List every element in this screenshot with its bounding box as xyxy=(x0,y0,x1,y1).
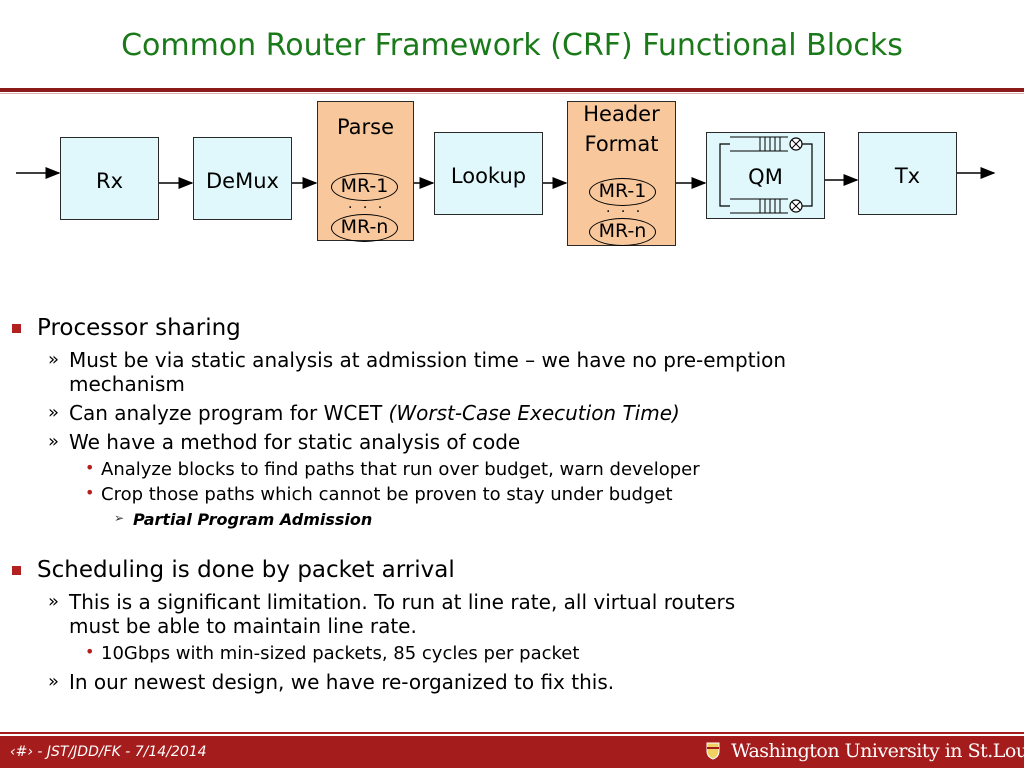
title-divider-thin xyxy=(0,93,1024,94)
parse-label: Parse xyxy=(336,115,395,139)
bullet-newest-design: » In our newest design, we have re-organ… xyxy=(48,670,615,694)
bullet-scheduling: Scheduling is done by packet arrival xyxy=(12,557,455,583)
bullet-analyze-blocks: • Analyze blocks to find paths that run … xyxy=(85,458,700,480)
bullet-text: In our newest design, we have re-organiz… xyxy=(69,670,615,694)
tx-block: Tx xyxy=(858,132,957,215)
arrowhead-bullet-icon: ➢ xyxy=(114,511,125,525)
bullet-method: » We have a method for static analysis o… xyxy=(48,430,521,454)
footer-bar: ‹#› - JST/JDD/FK - 7/14/2014 Washington … xyxy=(0,736,1024,768)
bullet-text: Crop those paths which cannot be proven … xyxy=(101,484,673,505)
bullet-text: This is a significant limitation. To run… xyxy=(69,590,736,614)
bullet-10gbps: • 10Gbps with min-sized packets, 85 cycl… xyxy=(85,642,580,664)
title-divider xyxy=(0,88,1024,92)
bullet-text: Partial Program Admission xyxy=(133,510,373,529)
bullet-partial-admission: ➢ Partial Program Admission xyxy=(114,510,373,529)
dot-bullet-icon: • xyxy=(85,642,95,661)
slide-title: Common Router Framework (CRF) Functional… xyxy=(121,28,903,63)
dot-bullet-icon: • xyxy=(85,458,95,477)
parse-mr1: MR-1 xyxy=(331,173,398,201)
footer-text: ‹#› - JST/JDD/FK - 7/14/2014 xyxy=(10,744,207,760)
chevron-bullet-icon: » xyxy=(48,591,60,612)
bullet-crop-paths: • Crop those paths which cannot be prove… xyxy=(85,483,673,505)
bullet-text: Must be via static analysis at admission… xyxy=(69,348,787,372)
header-format-label-1: Header xyxy=(583,102,660,126)
bullet-text: Analyze blocks to find paths that run ov… xyxy=(101,459,700,480)
lookup-block: Lookup xyxy=(434,132,543,215)
parse-mrn: MR-n xyxy=(331,214,398,242)
hf-dots: . . . xyxy=(606,200,644,216)
lookup-label: Lookup xyxy=(450,164,527,188)
header-format-block: Header Format MR-1 . . . MR-n xyxy=(567,101,676,246)
bullet-text: We have a method for static analysis of … xyxy=(69,430,521,454)
diagram-arrows xyxy=(16,167,996,189)
parse-dots: . . . xyxy=(348,196,386,212)
rx-label: Rx xyxy=(95,169,124,193)
chevron-bullet-icon: » xyxy=(48,431,60,452)
qm-label: QM xyxy=(748,165,783,189)
bullet-text-italic: (Worst-Case Execution Time) xyxy=(388,401,680,425)
bullet-text-continued: must be able to maintain line rate. xyxy=(69,614,417,638)
tx-label: Tx xyxy=(894,164,921,188)
rx-block: Rx xyxy=(60,137,159,220)
shield-icon xyxy=(706,742,720,760)
demux-label: DeMux xyxy=(206,169,279,193)
logo-text: Washington University in St.Louis xyxy=(731,740,1024,762)
header-format-label-2: Format xyxy=(584,132,659,156)
university-logo: Washington University in St.Louis xyxy=(706,740,1024,764)
chevron-bullet-icon: » xyxy=(48,349,60,370)
bullet-text: Processor sharing xyxy=(37,315,241,341)
hf-mrn: MR-n xyxy=(589,218,656,246)
qm-queues-icon xyxy=(719,136,813,214)
dot-bullet-icon: • xyxy=(85,483,95,502)
bullet-text: Scheduling is done by packet arrival xyxy=(37,557,455,583)
chevron-bullet-icon: » xyxy=(48,402,60,423)
demux-block: DeMux xyxy=(193,137,292,220)
chevron-bullet-icon: » xyxy=(48,671,60,692)
bullet-text: 10Gbps with min-sized packets, 85 cycles… xyxy=(101,643,580,664)
square-bullet-icon xyxy=(12,324,21,333)
bullet-processor-sharing: Processor sharing xyxy=(12,315,241,341)
bullet-text: Can analyze program for WCET xyxy=(69,401,389,425)
bullet-limitation: » This is a significant limitation. To r… xyxy=(48,590,736,638)
qm-block: QM xyxy=(706,132,825,219)
bullet-text-continued: mechanism xyxy=(69,372,185,396)
square-bullet-icon xyxy=(12,566,21,575)
parse-block: Parse MR-1 . . . MR-n xyxy=(317,101,414,242)
bullet-static-analysis: » Must be via static analysis at admissi… xyxy=(48,348,787,396)
bullet-wcet: » Can analyze program for WCET (Worst-Ca… xyxy=(48,401,680,425)
hf-mr1: MR-1 xyxy=(589,178,656,206)
footer-divider xyxy=(0,732,1024,734)
